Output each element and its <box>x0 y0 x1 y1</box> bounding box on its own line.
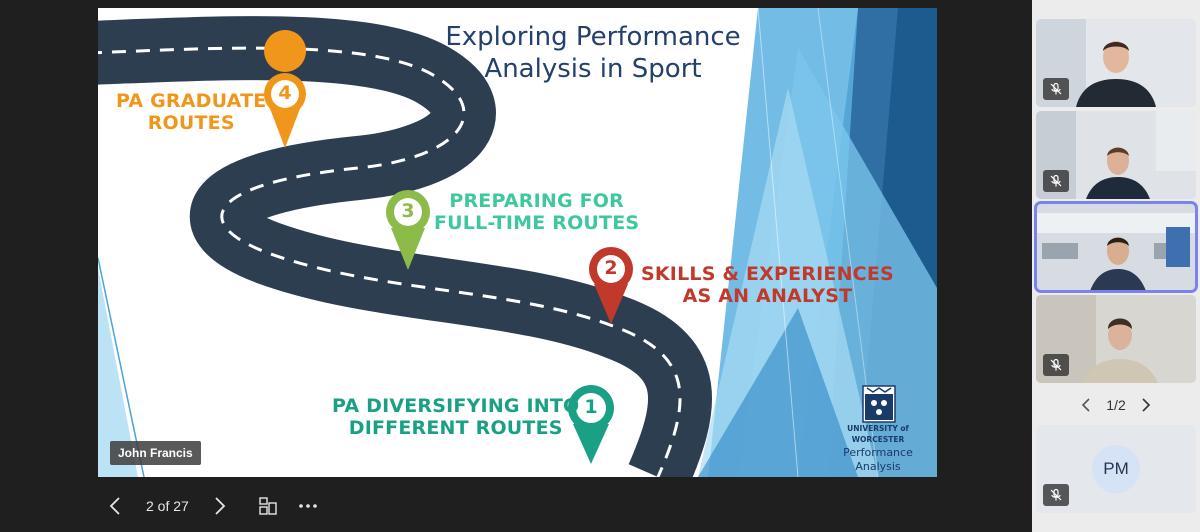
slide-grid-icon <box>259 497 277 515</box>
route-2-label: SKILLS & EXPERIENCES AS AN ANALYST <box>641 263 894 308</box>
route-3-line1: PREPARING FOR <box>449 190 624 212</box>
route-1-number: 1 <box>584 396 598 418</box>
mic-off-icon <box>1050 82 1062 95</box>
mic-off-icon <box>1050 488 1062 501</box>
chevron-right-icon <box>215 497 226 515</box>
participant-video-tile-active[interactable] <box>1034 201 1198 293</box>
route-1-line2: DIFFERENT ROUTES <box>348 417 563 440</box>
department-line1: Performance <box>843 445 913 459</box>
route-1-line1: PA DIVERSIFYING INTO <box>332 395 580 417</box>
route-3-number: 3 <box>401 200 415 222</box>
participant-video-tile[interactable] <box>1036 19 1196 107</box>
route-4-line2: ROUTES <box>147 112 235 135</box>
route-2-line1: SKILLS & EXPERIENCES <box>641 263 894 285</box>
route-4-label: PA GRADUATE ROUTES <box>116 90 266 135</box>
mic-off-icon <box>1050 174 1062 187</box>
slide-grid-button[interactable] <box>251 489 285 523</box>
mic-off-indicator <box>1043 484 1069 506</box>
participant-avatar-tile[interactable]: PM <box>1036 425 1196 513</box>
participants-page-indicator: 1/2 <box>1106 397 1126 413</box>
mic-off-icon <box>1050 358 1062 371</box>
more-options-icon <box>299 504 317 508</box>
route-4-line1: PA GRADUATE <box>116 90 267 112</box>
mic-off-indicator <box>1043 170 1069 192</box>
participant-video-tile[interactable] <box>1036 111 1196 199</box>
chevron-left-icon <box>109 497 120 515</box>
participant-video-tile[interactable] <box>1036 295 1196 383</box>
route-2-number: 2 <box>604 257 618 279</box>
route-3-label: PREPARING FOR FULL-TIME ROUTES <box>434 190 639 235</box>
next-slide-button[interactable] <box>203 489 237 523</box>
department-line2: Analysis <box>855 460 901 474</box>
slide-navigation-toolbar: 2 of 27 <box>98 486 325 526</box>
participants-panel: 1/2 PM <box>1032 0 1200 532</box>
university-name-line2: WORCESTER <box>851 435 905 445</box>
route-3-line2: FULL-TIME ROUTES <box>434 212 640 235</box>
route-4-number: 4 <box>278 82 292 104</box>
presenter-name-tag: John Francis <box>110 441 201 465</box>
participant-video <box>1036 203 1196 291</box>
slide-title-line2: Analysis in Sport <box>484 53 702 84</box>
route-1-label: PA DIVERSIFYING INTO DIFFERENT ROUTES <box>332 395 579 440</box>
chevron-left-icon <box>1082 398 1090 412</box>
participants-next-page-button[interactable] <box>1136 395 1156 415</box>
previous-slide-button[interactable] <box>98 489 132 523</box>
university-logo: UNIVERSITY of WORCESTER Performance Anal… <box>836 386 920 474</box>
university-name-line1: UNIVERSITY of <box>847 424 909 433</box>
participants-pager: 1/2 <box>1032 392 1200 418</box>
slide-title: Exploring Performance Analysis in Sport <box>438 22 748 85</box>
avatar: PM <box>1092 445 1140 493</box>
slide-artwork <box>98 8 937 477</box>
shared-slide: Exploring Performance Analysis in Sport … <box>98 8 937 477</box>
chevron-right-icon <box>1142 398 1150 412</box>
more-options-button[interactable] <box>291 489 325 523</box>
slide-page-indicator: 2 of 27 <box>146 498 189 514</box>
participants-previous-page-button[interactable] <box>1076 395 1096 415</box>
stage-area: Exploring Performance Analysis in Sport … <box>0 0 1032 532</box>
route-2-line2: AS AN ANALYST <box>682 285 853 308</box>
mic-off-indicator <box>1043 78 1069 100</box>
mic-off-indicator <box>1043 354 1069 376</box>
slide-title-line1: Exploring Performance <box>445 22 741 52</box>
